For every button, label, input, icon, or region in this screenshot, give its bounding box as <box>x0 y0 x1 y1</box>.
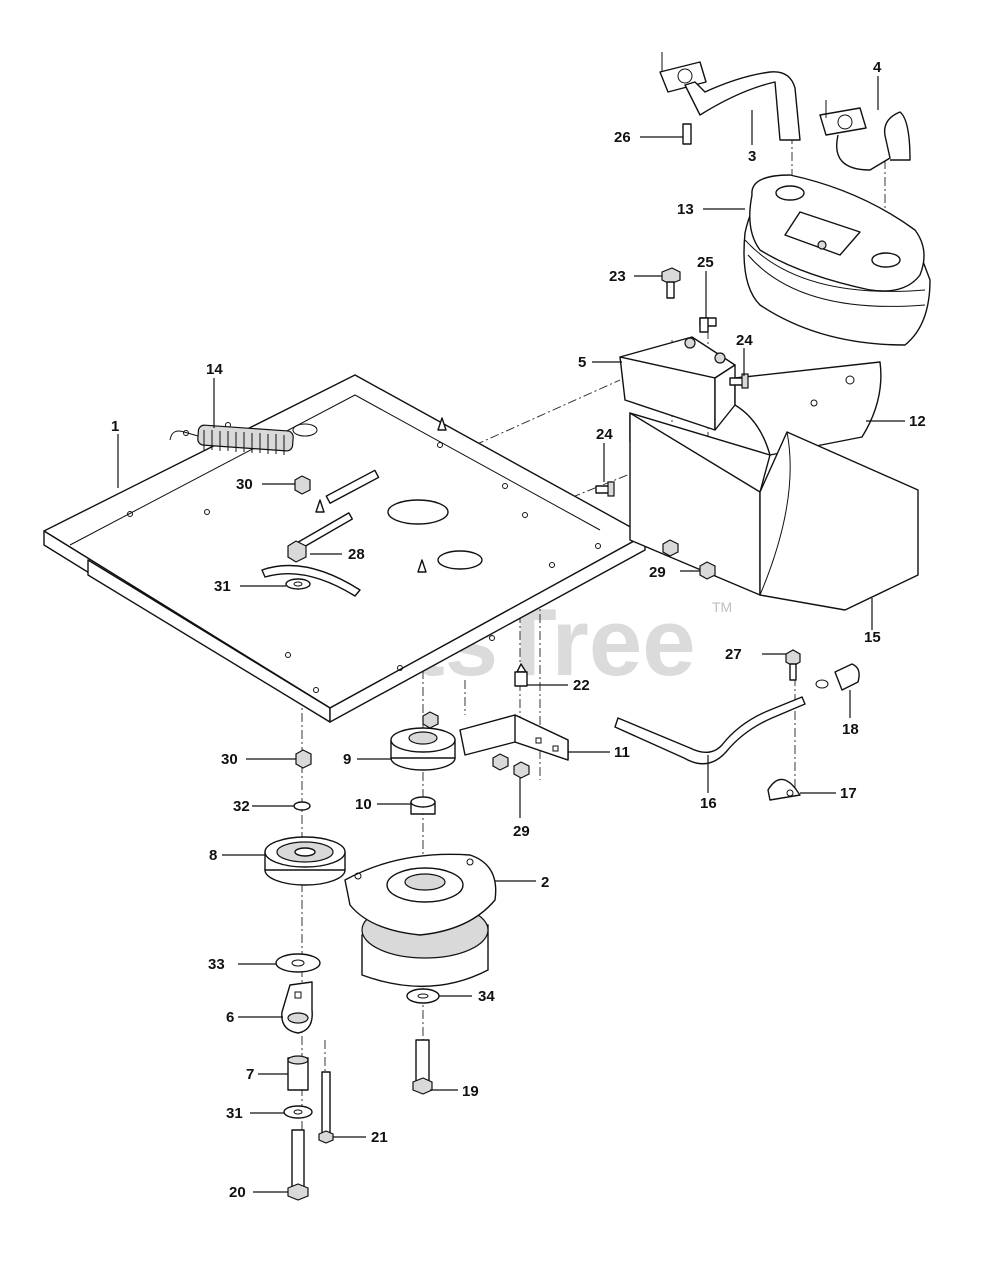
callout-29-lower: 29 <box>513 823 530 840</box>
callout-11: 11 <box>614 744 630 761</box>
bolt-part-23 <box>661 267 681 299</box>
bolt-part-25 <box>699 317 717 333</box>
callout-1: 1 <box>111 418 119 435</box>
callout-5: 5 <box>578 354 586 371</box>
nut-part-29-upper <box>662 539 679 557</box>
watermark-trademark: TM <box>712 599 732 615</box>
callout-28: 28 <box>348 546 365 563</box>
leader-lines <box>117 76 905 1193</box>
bracket-part-11 <box>422 711 569 779</box>
callout-14: 14 <box>206 361 223 378</box>
callout-19: 19 <box>462 1083 479 1100</box>
callout-17: 17 <box>840 785 857 802</box>
washer-part-31-upper <box>285 578 311 590</box>
callout-22: 22 <box>573 677 590 694</box>
callout-labels: 1 2 3 4 5 6 7 8 9 10 11 12 13 14 15 16 1… <box>111 59 926 1201</box>
callout-3: 3 <box>748 148 756 165</box>
bolt-part-27 <box>785 649 801 681</box>
clutch-part-2 <box>344 853 497 987</box>
hose-part-16 <box>614 696 806 765</box>
callout-6: 6 <box>226 1009 234 1026</box>
callout-21: 21 <box>371 1129 388 1146</box>
callout-31-upper: 31 <box>214 578 231 595</box>
washer-part-33 <box>275 953 321 973</box>
callout-4: 4 <box>873 59 882 76</box>
callout-9: 9 <box>343 751 351 768</box>
exhaust-pipe-part-3 <box>659 52 801 141</box>
callout-15: 15 <box>864 629 881 646</box>
callout-32: 32 <box>233 798 250 815</box>
callout-13: 13 <box>677 201 694 218</box>
mounting-plate-part-1 <box>43 374 646 723</box>
callout-2: 2 <box>541 874 549 891</box>
bolt-part-24-lower <box>595 481 615 497</box>
callout-7: 7 <box>246 1066 254 1083</box>
fitting-part-18 <box>815 663 860 691</box>
callout-34: 34 <box>478 988 495 1005</box>
callout-30-upper: 30 <box>236 476 253 493</box>
callout-8: 8 <box>209 847 217 864</box>
exhaust-pipe-part-4 <box>819 100 911 171</box>
clamp-part-17 <box>767 778 801 801</box>
nut-part-29-right <box>699 561 716 580</box>
bushing-part-10 <box>410 796 436 815</box>
callout-23: 23 <box>609 268 626 285</box>
spring-part-14 <box>169 423 318 455</box>
callout-12: 12 <box>909 413 926 430</box>
spacer-part-7 <box>287 1055 309 1091</box>
callout-24-lower: 24 <box>596 426 613 443</box>
bolt-part-20 <box>287 1129 309 1201</box>
nut-part-30-lower <box>295 749 312 769</box>
washer-part-32 <box>293 801 311 811</box>
callout-26: 26 <box>614 129 631 146</box>
callout-29-right: 29 <box>649 564 666 581</box>
nut-part-30-upper <box>294 475 311 495</box>
washer-part-34 <box>406 988 440 1004</box>
nut-part-28 <box>287 540 307 563</box>
bolt-part-26 <box>682 123 692 145</box>
bolt-part-21 <box>318 1071 334 1144</box>
callout-16: 16 <box>700 795 717 812</box>
callout-30-lower: 30 <box>221 751 238 768</box>
pulley-part-9 <box>390 727 456 771</box>
callout-31-lower: 31 <box>226 1105 243 1122</box>
muffler-part-13 <box>743 174 931 346</box>
callout-33: 33 <box>208 956 225 973</box>
bolt-part-19 <box>412 1039 433 1095</box>
callout-25: 25 <box>697 254 714 271</box>
idler-pulley-part-8 <box>264 836 346 886</box>
bolt-part-24-upper <box>729 373 749 389</box>
callout-24-upper: 24 <box>736 332 753 349</box>
callout-18: 18 <box>842 721 859 738</box>
stud-part-22 <box>514 663 528 687</box>
callout-10: 10 <box>355 796 372 813</box>
callout-27: 27 <box>725 646 742 663</box>
idler-arm-part-6 <box>281 981 313 1034</box>
callout-20: 20 <box>229 1184 246 1201</box>
washer-part-31-lower <box>283 1105 313 1119</box>
